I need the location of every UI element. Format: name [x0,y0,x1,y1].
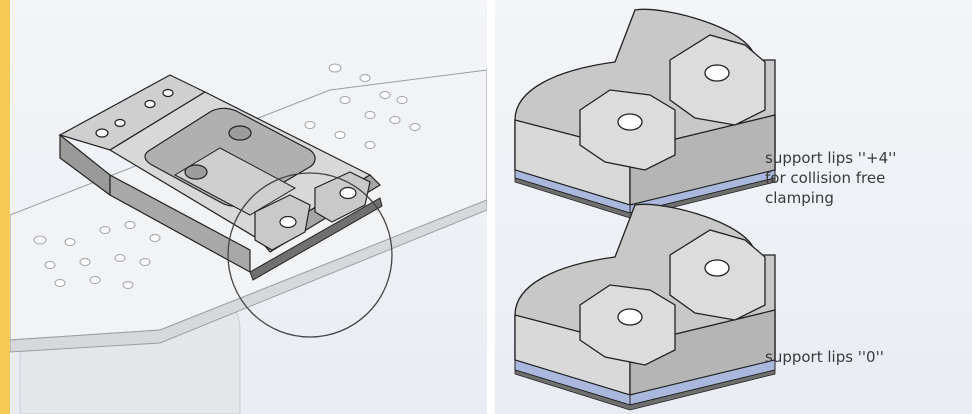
left-illustration-panel [10,0,487,414]
panel-divider [487,0,495,414]
support-lip-zero-variant [514,203,776,411]
detail-highlight-circle [227,172,393,338]
support-lip-variants-illustration [514,8,776,411]
grid-plate-edge [10,199,487,353]
support-lip-plus4-variant [514,8,776,219]
clamp-assembly-illustration [10,63,487,414]
rear-block-holes [95,88,174,138]
grid-plate-holes [33,63,421,289]
slot-bolt-a [228,125,252,141]
accent-bar [0,0,10,414]
slot-bolt-b [184,164,208,180]
right-detail-panel: support lips ''+4'' for collision free c… [495,0,972,414]
caption-support-lips-zero: support lips ''0'' [765,348,884,366]
caption-support-lips-plus4: support lips ''+4'' for collision free c… [765,149,897,207]
